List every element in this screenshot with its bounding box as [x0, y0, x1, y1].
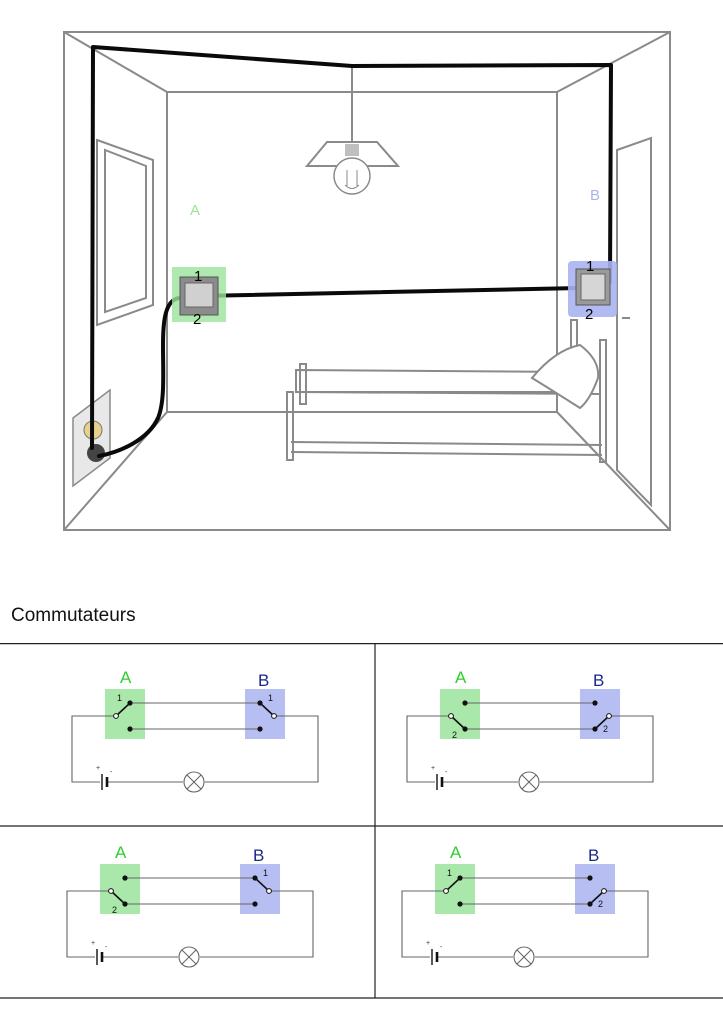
lamp-cross-b: [186, 774, 202, 790]
circuit-3: A B + - 2 1: [66, 843, 314, 968]
switch-a-contact-2: [462, 726, 468, 732]
switch-b-position-label: 1: [263, 868, 268, 878]
switch-b-contact-1: [587, 875, 593, 881]
switch-a-label: A: [120, 668, 132, 687]
switch-a-pivot: [113, 713, 119, 719]
switch-a-box: [435, 864, 475, 914]
room-illustration: 1 2 A 1 2 B: [63, 31, 671, 531]
switch-b-label: B: [593, 671, 604, 690]
switch-b-contact-2: [252, 901, 258, 907]
switch-a-lever: [110, 890, 126, 905]
door-icon: [616, 136, 652, 508]
switch-b-label: B: [253, 846, 264, 865]
switch-a-label: A: [450, 843, 462, 862]
switch-b-label: B: [258, 671, 269, 690]
switch-a-contact-1: [127, 700, 133, 706]
battery-plus-label: +: [96, 765, 100, 772]
switch-b-box: [240, 864, 280, 914]
battery-plus-label: +: [426, 940, 430, 947]
switch-a-pivot: [443, 888, 449, 894]
switch-a-position-label: 2: [452, 730, 457, 740]
grid-lines: [0, 643, 723, 999]
room-switch-b-terminal-2: 2: [585, 306, 593, 323]
room-switch-b-terminal-1: 1: [586, 258, 594, 275]
switch-a-contact-1: [457, 875, 463, 881]
wire-right: [535, 890, 649, 958]
switch-b-contact-2: [592, 726, 598, 732]
lamp-cross-b: [516, 949, 532, 965]
circuit-1: A B + - 1 1: [71, 668, 319, 793]
switch-b-lever: [254, 877, 270, 892]
window-icon: [96, 138, 154, 327]
battery-minus-label: -: [110, 769, 113, 776]
switch-a-lever: [450, 715, 466, 730]
pillow-icon: [530, 343, 600, 410]
lamp-cross-b: [181, 949, 197, 965]
switch-a-position-label: 1: [447, 868, 452, 878]
switch-a-contact-2: [457, 901, 463, 907]
switch-b-lever: [259, 702, 275, 717]
switch-a-position-label: 2: [112, 905, 117, 915]
battery-minus-label: -: [105, 944, 108, 951]
room-switch-b: 1 2 B: [568, 187, 617, 323]
switch-a-pivot: [108, 888, 114, 894]
room-switch-b-label: B: [590, 187, 600, 204]
switch-b-box: [245, 689, 285, 739]
wire-left: [66, 890, 111, 958]
wire-right: [540, 715, 654, 783]
room-switch-a-terminal-2: 2: [193, 311, 201, 328]
switch-a-box: [440, 689, 480, 739]
switch-b-contact-2: [257, 726, 263, 732]
switch-b-contact-2: [587, 901, 593, 907]
switch-b-box: [580, 689, 620, 739]
wire-right: [205, 715, 319, 783]
circuit-2: A B + - 2 2: [406, 668, 654, 793]
switch-a-label: A: [115, 843, 127, 862]
switch-b-lever: [589, 890, 605, 905]
switch-b-pivot: [266, 888, 272, 894]
battery-minus-label: -: [440, 944, 443, 951]
switch-b-box: [575, 864, 615, 914]
switch-b-contact-1: [592, 700, 598, 706]
switch-b-lever: [594, 715, 610, 730]
wire-left: [401, 890, 446, 958]
battery-plus-label: +: [91, 940, 95, 947]
switch-a-pivot: [448, 713, 454, 719]
wire-left: [406, 715, 451, 783]
room-switch-a: 1 2 A: [172, 202, 226, 328]
switch-a-box: [100, 864, 140, 914]
switch-a-contact-2: [122, 901, 128, 907]
switch-a-lever: [115, 702, 131, 717]
switch-b-label: B: [588, 846, 599, 865]
switch-a-contact-2: [127, 726, 133, 732]
wire-right: [200, 890, 314, 958]
switch-b-pivot: [601, 888, 607, 894]
switch-b-pivot: [606, 713, 612, 719]
switch-b-position-label: 2: [603, 724, 608, 734]
lamp-cross-b: [521, 774, 537, 790]
wire-left: [71, 715, 116, 783]
switch-a-contact-1: [462, 700, 468, 706]
switch-a-position-label: 1: [117, 693, 122, 703]
switch-b-contact-1: [252, 875, 258, 881]
switch-b-pivot: [271, 713, 277, 719]
room-switch-a-terminal-1: 1: [194, 268, 202, 285]
switch-a-contact-1: [122, 875, 128, 881]
battery-plus-label: +: [431, 765, 435, 772]
room-switch-a-label: A: [190, 202, 200, 219]
switch-a-box: [105, 689, 145, 739]
ceiling-lamp-icon: [304, 66, 401, 195]
section-title: Commutateurs: [11, 605, 136, 626]
switch-b-contact-1: [257, 700, 263, 706]
switch-a-label: A: [455, 668, 467, 687]
switch-b-position-label: 2: [598, 899, 603, 909]
switch-b-position-label: 1: [268, 693, 273, 703]
switch-a-lever: [445, 877, 461, 892]
circuit-4: A B + - 1 2: [401, 843, 649, 968]
battery-minus-label: -: [445, 769, 448, 776]
